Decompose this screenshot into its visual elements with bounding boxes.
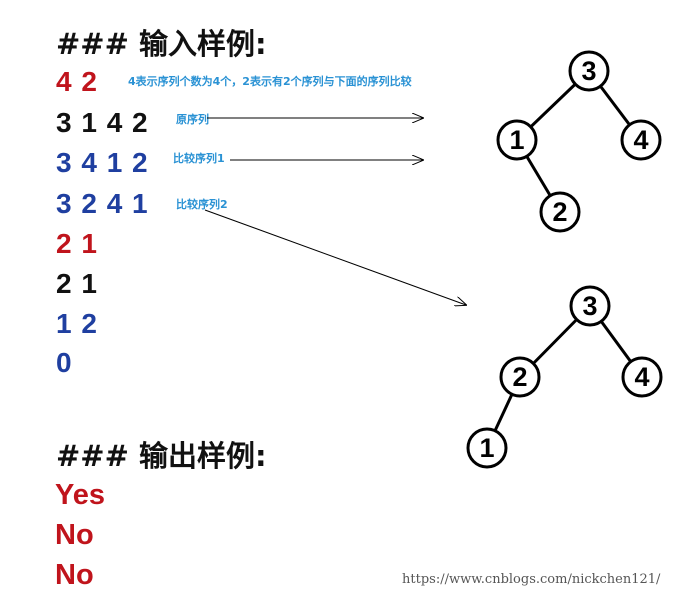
input-line-8: 0 bbox=[56, 347, 73, 378]
tree1-node-left-label: 1 bbox=[509, 125, 524, 155]
input-line-7: 1 2 bbox=[56, 308, 98, 339]
annotation-first-line: 4表示序列个数为4个，2表示有2个序列与下面的序列比较 bbox=[128, 75, 412, 88]
watermark-url: https://www.cnblogs.com/nickchen121/ bbox=[402, 572, 661, 587]
tree2-node-left: 2 bbox=[499, 356, 541, 398]
annotation-compare-sequence-2: 比较序列2 bbox=[176, 198, 228, 211]
tree1-node-root: 3 bbox=[568, 50, 610, 92]
output-line-1: Yes bbox=[55, 479, 105, 511]
tree2-node-root: 3 bbox=[569, 285, 611, 327]
input-line-6: 2 1 bbox=[56, 268, 98, 299]
input-line-5: 2 1 bbox=[56, 228, 98, 259]
output-line-2: No bbox=[55, 519, 94, 551]
tree2-node-root-label: 3 bbox=[582, 291, 597, 321]
tree1-node-right-label: 4 bbox=[633, 125, 648, 155]
tree1-node-left-right: 2 bbox=[539, 191, 581, 233]
output-line-3: No bbox=[55, 559, 94, 591]
annotation-original-sequence: 原序列 bbox=[176, 113, 209, 126]
input-line-4: 3 2 4 1 bbox=[56, 188, 149, 219]
tree2-node-right: 4 bbox=[621, 356, 663, 398]
input-line-2: 3 1 4 2 bbox=[56, 107, 149, 138]
input-line-3: 3 4 1 2 bbox=[56, 147, 149, 178]
tree2-node-left-label: 2 bbox=[512, 362, 527, 392]
tree-2: 3 2 4 1 bbox=[466, 285, 663, 469]
tree1-node-root-label: 3 bbox=[581, 56, 596, 86]
arrow-compare2-to-tree2 bbox=[204, 209, 466, 305]
tree1-node-right: 4 bbox=[620, 119, 662, 161]
input-line-1: 4 2 bbox=[56, 66, 98, 97]
tree2-node-left-left: 1 bbox=[466, 427, 508, 469]
annotation-compare-sequence-1: 比较序列1 bbox=[173, 152, 225, 165]
tree2-node-left-left-label: 1 bbox=[479, 433, 494, 463]
tree-1: 3 1 4 2 bbox=[496, 50, 662, 233]
tree1-node-left-right-label: 2 bbox=[552, 197, 567, 227]
output-sample-heading: ### 输出样例: bbox=[56, 439, 267, 473]
input-sample-heading: ### 输入样例: bbox=[56, 27, 267, 61]
tree1-node-left: 1 bbox=[496, 119, 538, 161]
tree2-node-right-label: 4 bbox=[634, 362, 649, 392]
